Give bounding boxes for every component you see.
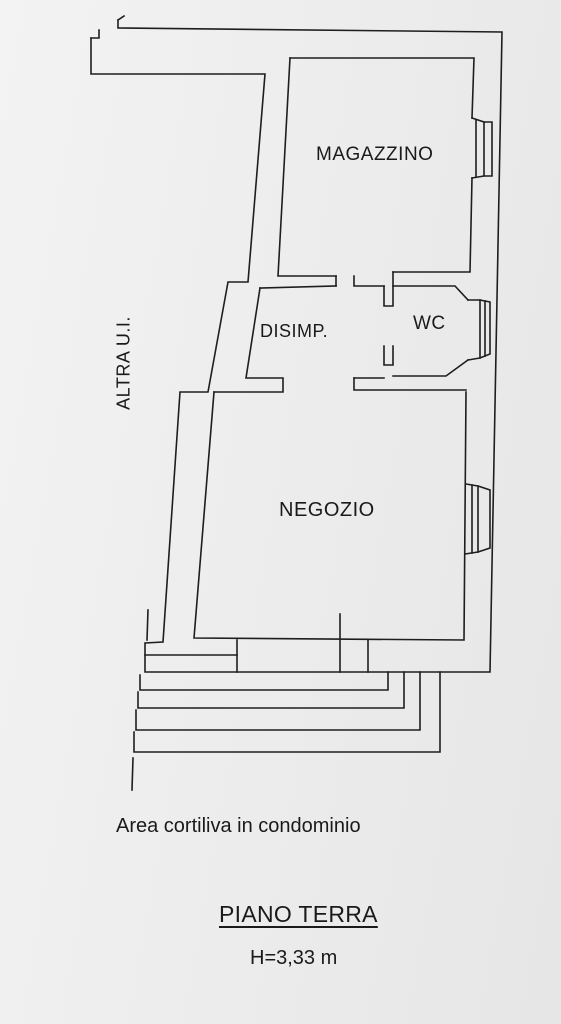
courtyard-label: Area cortiliva in condominio: [116, 815, 361, 837]
window-wc: [467, 299, 491, 361]
window-negozio: [464, 483, 491, 555]
disimpegno-walls: [213, 285, 467, 393]
wc-walls: [353, 285, 470, 379]
room-label-wc: WC: [413, 313, 446, 334]
floor-height: H=3,33 m: [250, 947, 338, 969]
courtyard-steps: [131, 609, 441, 791]
room-label-disimpegno: DISIMP.: [260, 321, 329, 341]
floor-title: PIANO TERRA: [219, 901, 378, 927]
room-label-negozio: NEGOZIO: [279, 499, 375, 521]
adjacent-unit-label: ALTRA U.I.: [113, 316, 134, 410]
room-label-magazzino: MAGAZZINO: [316, 144, 434, 165]
outer-wall: [90, 14, 503, 673]
negozio-walls: [193, 391, 467, 673]
magazzino-walls: [277, 57, 475, 287]
window-magazzino: [470, 116, 493, 179]
